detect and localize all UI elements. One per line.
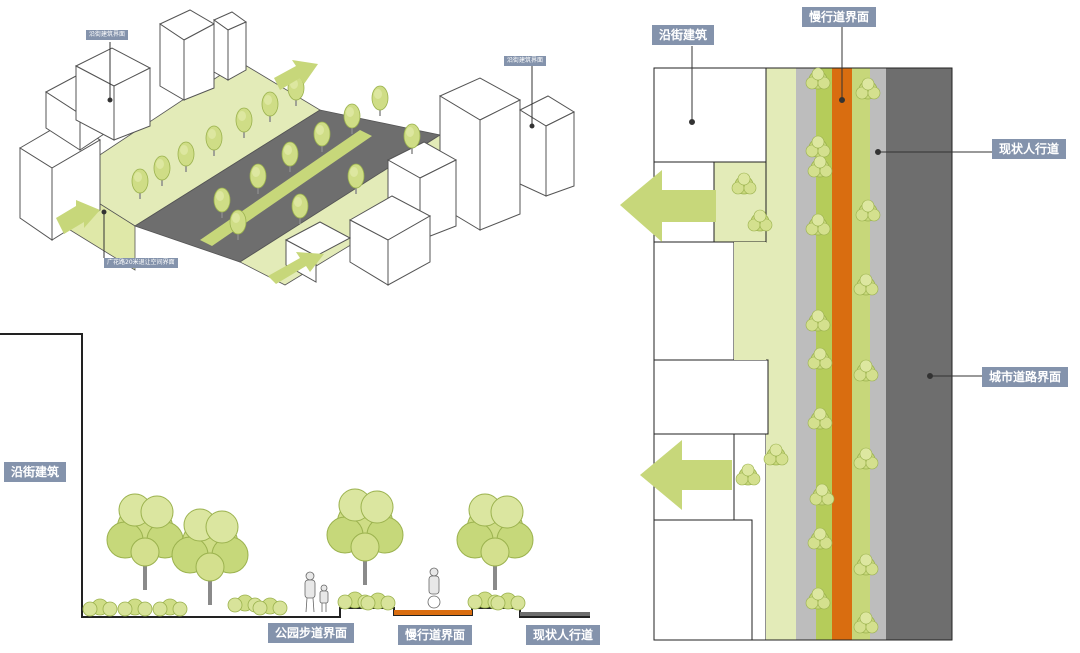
iso-label-setback-interface: 广花路20米退让空间界面 [104,258,178,268]
iso-flow-arrows [56,60,324,284]
section-ground-line [0,333,590,618]
plan-label-street-buildings: 沿街建筑 [652,25,715,45]
arrow-icon [640,440,732,510]
plan-flow-arrows [620,170,732,510]
arrow-icon [274,60,318,90]
section-view [0,333,590,618]
iso-left-buildings [19,9,248,241]
isometric-view [19,9,576,286]
section-pedestrians [304,567,441,613]
arrow-icon [268,252,324,284]
section-label-sidewalk: 现状人行道 [526,625,601,645]
plan-view [620,26,992,641]
plan-label-sidewalk: 现状人行道 [992,139,1067,159]
arrow-icon [620,170,716,242]
plan-green-strip [766,68,796,640]
plan-label-slow-lane: 慢行道界面 [802,7,877,27]
plan-city-road [886,68,952,640]
iso-right-buildings [284,77,576,286]
plan-slow-lane [832,68,852,640]
section-label-park-walk: 公园步道界面 [268,623,355,643]
section-label-street-buildings: 沿街建筑 [4,462,67,482]
iso-label-street-buildings-left: 沿街建筑界面 [86,30,129,40]
section-sidewalk [520,612,590,616]
plan-label-city-road: 城市道路界面 [982,367,1069,387]
arrow-icon [56,200,100,234]
section-label-slow-lane: 慢行道界面 [398,625,473,645]
iso-label-street-buildings-right: 沿街建筑界面 [504,56,547,66]
section-slow-lane [394,610,472,615]
